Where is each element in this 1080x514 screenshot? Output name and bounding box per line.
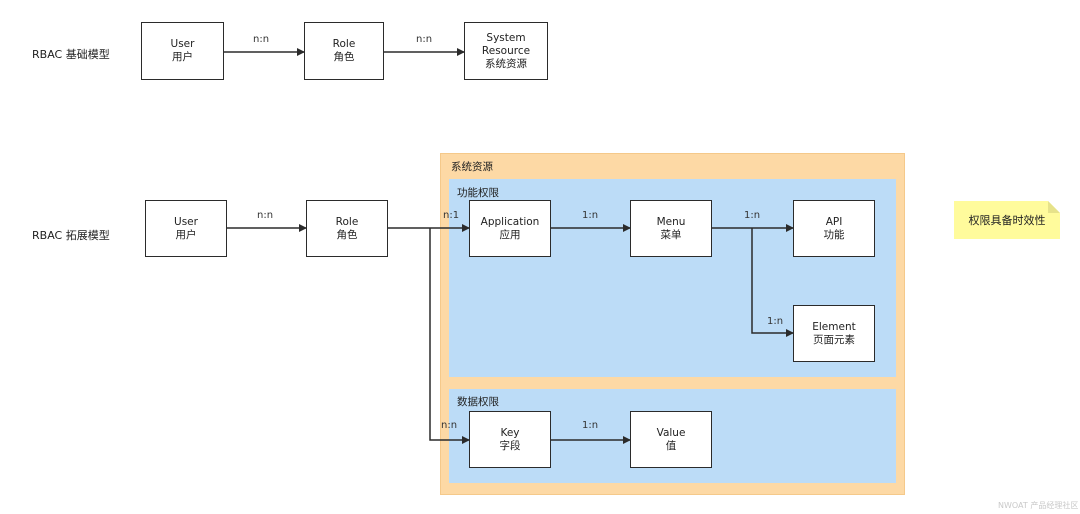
element-zh: 页面元素 <box>813 333 855 346</box>
menu-element-cardinality: 1:n <box>767 316 784 327</box>
ext-role-zh: 角色 <box>336 228 358 241</box>
application-en: Application <box>480 215 540 228</box>
ext-user-node: User 用户 <box>145 200 227 257</box>
basic-user-en: User <box>170 38 195 50</box>
api-node: API 功能 <box>793 200 875 257</box>
basic-role-resource-cardinality: n:n <box>416 34 433 45</box>
application-node: Application 应用 <box>469 200 551 257</box>
role-key-cardinality: n:n <box>441 420 458 431</box>
system-resource-title: 系统资源 <box>451 161 493 173</box>
edge-role-key-branch <box>429 228 470 444</box>
menu-zh: 菜单 <box>660 228 682 241</box>
basic-model-label: RBAC 基础模型 <box>32 48 110 61</box>
key-en: Key <box>500 426 520 439</box>
basic-role-node: Role 角色 <box>304 22 384 80</box>
menu-api-cardinality: 1:n <box>744 210 761 221</box>
basic-resource-line1: System <box>486 31 526 44</box>
role-application-cardinality: n:1 <box>443 210 460 221</box>
menu-node: Menu 菜单 <box>630 200 712 257</box>
validity-note: 权限具备时效性 <box>954 201 1060 239</box>
validity-note-text: 权限具备时效性 <box>968 214 1046 227</box>
ext-user-en: User <box>174 215 198 228</box>
basic-user-zh: 用户 <box>172 51 193 63</box>
basic-resource-line2: Resource <box>481 44 531 57</box>
ext-role-node: Role 角色 <box>306 200 388 257</box>
value-node: Value 值 <box>630 411 712 468</box>
watermark: NWOAT 产品经理社区 <box>998 501 1079 510</box>
key-node: Key 字段 <box>469 411 551 468</box>
ext-role-en: Role <box>335 215 359 228</box>
basic-role-en: Role <box>332 38 356 50</box>
application-menu-cardinality: 1:n <box>582 210 599 221</box>
ext-user-role-cardinality: n:n <box>257 210 274 221</box>
key-zh: 字段 <box>499 439 521 452</box>
function-permission-title: 功能权限 <box>457 187 499 199</box>
basic-resource-line3: 系统资源 <box>485 57 527 70</box>
basic-role-zh: 角色 <box>333 51 355 63</box>
edge-menu-element <box>751 228 794 337</box>
ext-user-zh: 用户 <box>175 228 197 241</box>
application-zh: 应用 <box>499 228 521 241</box>
extended-model-label: RBAC 拓展模型 <box>32 229 110 242</box>
key-value-cardinality: 1:n <box>582 420 599 431</box>
value-en: Value <box>656 426 686 439</box>
api-zh: 功能 <box>823 228 845 241</box>
basic-user-node: User 用户 <box>141 22 224 80</box>
note-fold-shadow <box>1048 201 1060 213</box>
element-node: Element 页面元素 <box>793 305 875 362</box>
basic-system-resource-node: System Resource 系统资源 <box>464 22 548 80</box>
element-en: Element <box>812 320 856 333</box>
api-en: API <box>825 215 843 228</box>
data-permission-title: 数据权限 <box>457 396 499 408</box>
value-zh: 值 <box>665 439 677 452</box>
basic-user-role-cardinality: n:n <box>253 34 270 45</box>
menu-en: Menu <box>656 215 686 228</box>
